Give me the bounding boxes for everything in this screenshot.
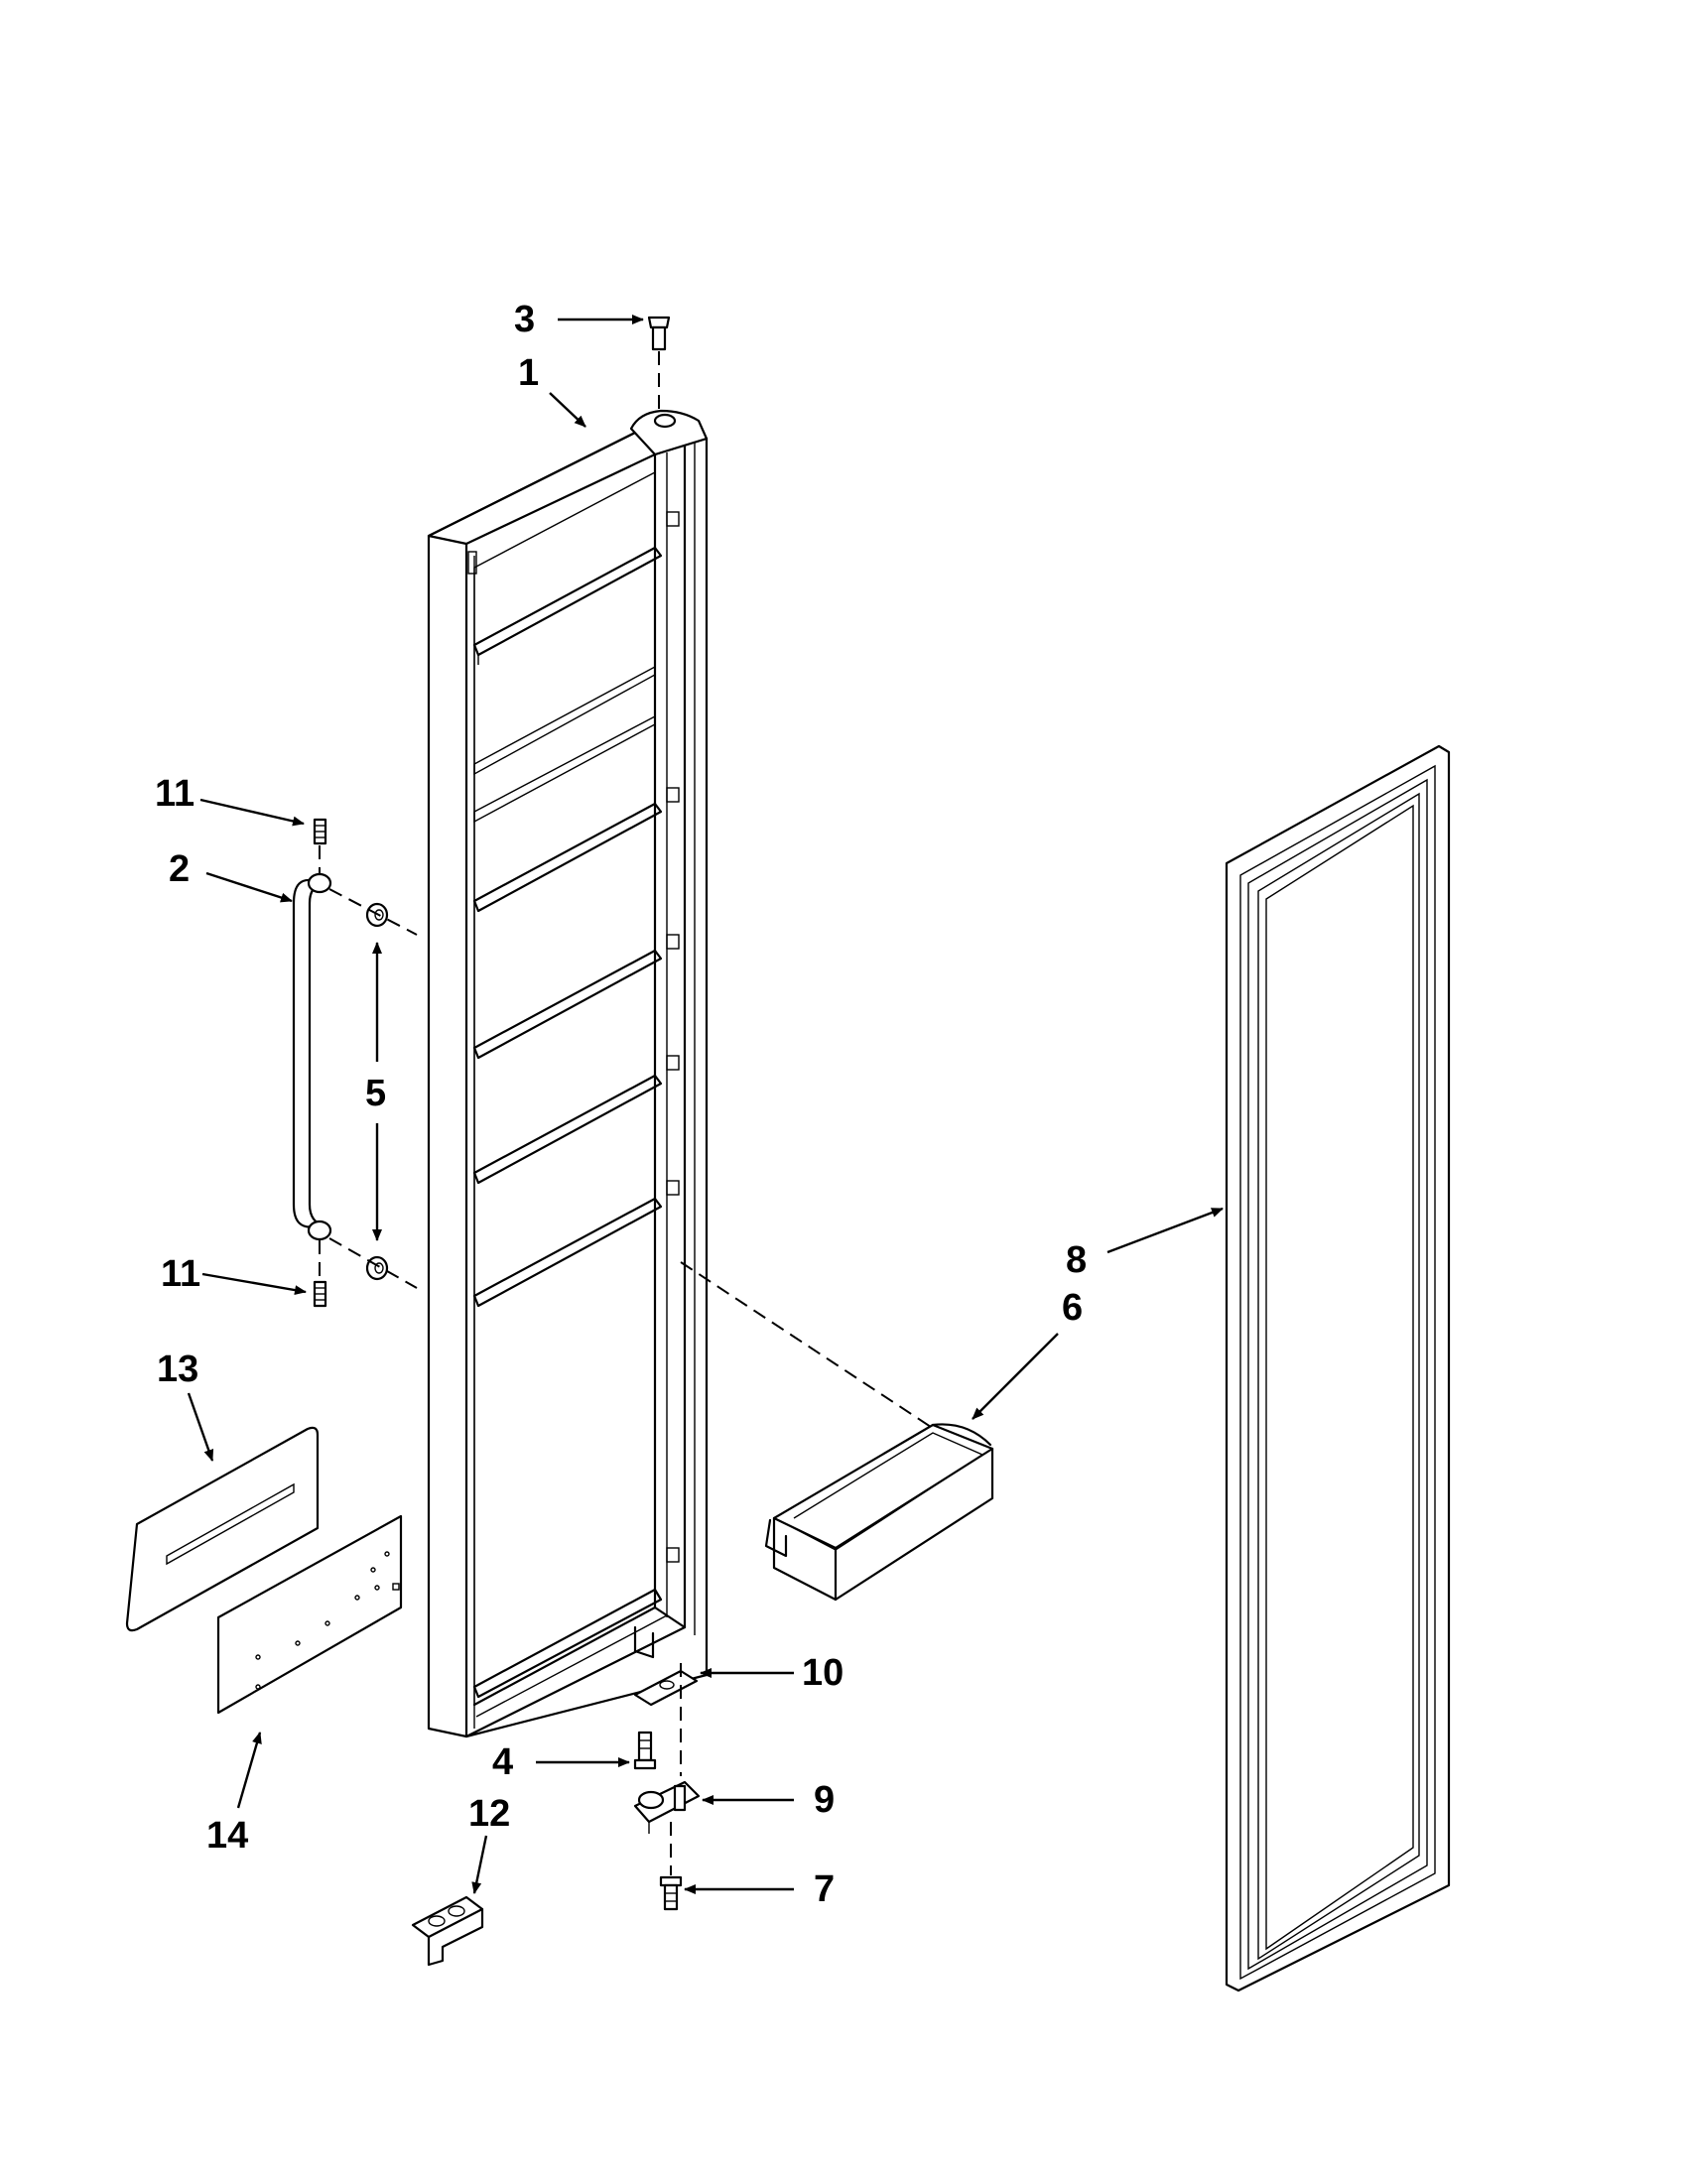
door-gasket — [1225, 744, 1451, 1992]
callout-12: 12 — [468, 1793, 510, 1835]
handle-screw-top — [313, 818, 327, 873]
handle-spacer-top — [328, 888, 418, 936]
door-shelves — [472, 546, 663, 1699]
callout-9: 9 — [814, 1779, 835, 1821]
door-panel — [427, 409, 709, 1738]
hinge-bolt — [659, 1875, 683, 1911]
callout-11-top: 11 — [155, 773, 195, 815]
handle-spacer-bottom — [328, 1237, 418, 1289]
door-shelf-bottom — [472, 1588, 663, 1699]
hinge-screw — [633, 1731, 657, 1770]
callout-6: 6 — [1062, 1287, 1083, 1329]
callout-3: 3 — [514, 299, 535, 340]
bottom-hinge — [633, 1780, 701, 1875]
callout-8: 8 — [1066, 1239, 1087, 1281]
hinge-pin-top — [647, 316, 671, 417]
callout-4: 4 — [492, 1741, 513, 1783]
door-shelf-5 — [472, 1074, 663, 1185]
door-shelf-2 — [473, 665, 656, 824]
hinge-spacer-plate — [633, 1663, 699, 1776]
callout-labels: 3 1 11 2 5 11 13 14 8 6 10 4 9 12 7 — [155, 299, 1087, 1910]
leader-lines — [187, 315, 1224, 1894]
door-bin — [680, 1261, 994, 1602]
callout-7: 7 — [814, 1868, 835, 1910]
callout-1: 1 — [518, 352, 539, 394]
control-cover — [125, 1426, 320, 1632]
handle-screw-bottom — [313, 1240, 327, 1308]
door-handle — [292, 872, 332, 1241]
callout-11-bottom: 11 — [161, 1253, 200, 1295]
control-board — [216, 1514, 403, 1715]
shelf-clips — [666, 511, 680, 1563]
callout-2: 2 — [169, 848, 190, 890]
hinge-bracket — [411, 1895, 484, 1967]
door-shelf-6 — [472, 1197, 663, 1308]
callout-5: 5 — [365, 1073, 386, 1114]
door-shelf-1 — [472, 546, 663, 665]
door-shelf-3 — [472, 802, 663, 913]
callout-10: 10 — [802, 1652, 844, 1694]
callout-14: 14 — [206, 1815, 248, 1857]
door-shelf-4 — [472, 949, 663, 1060]
callout-13: 13 — [157, 1349, 198, 1390]
